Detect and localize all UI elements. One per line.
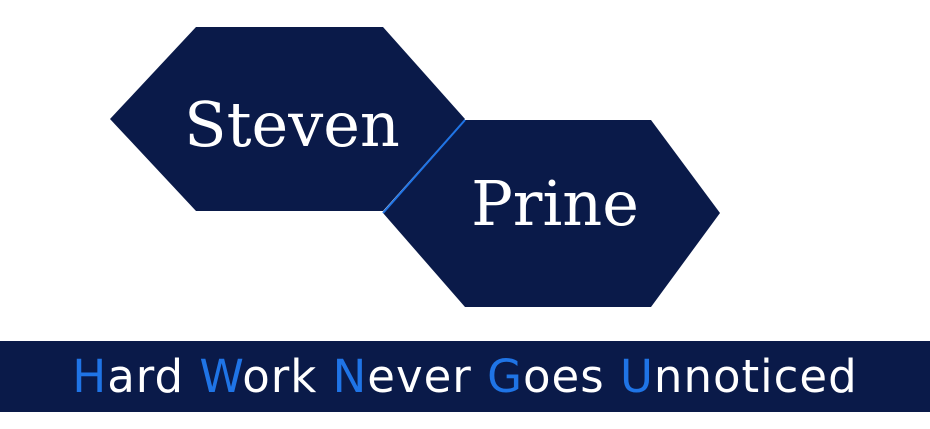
logo: Steven Prine [110,27,720,307]
first-name-text: Steven [184,88,400,161]
tagline-word-rest: nnoticed [653,350,858,403]
tagline-initial: G [487,350,523,403]
tagline-word-rest: ard [107,350,185,403]
right-hexagon [383,120,720,307]
tagline-initial: U [619,350,654,403]
tagline-word-rest: ork [242,350,318,403]
tagline-word-rest: oes [523,350,605,403]
tagline: Hard Work Never Goes Unnoticed [72,354,857,399]
tagline-initial: N [332,350,368,403]
last-name-text: Prine [471,167,639,240]
tagline-initial: H [72,350,108,403]
tagline-word-rest: ever [367,350,472,403]
tagline-bar: Hard Work Never Goes Unnoticed [0,341,930,412]
hexagon-divider-line [382,119,466,214]
left-hexagon [110,27,465,211]
tagline-initial: W [199,350,243,403]
